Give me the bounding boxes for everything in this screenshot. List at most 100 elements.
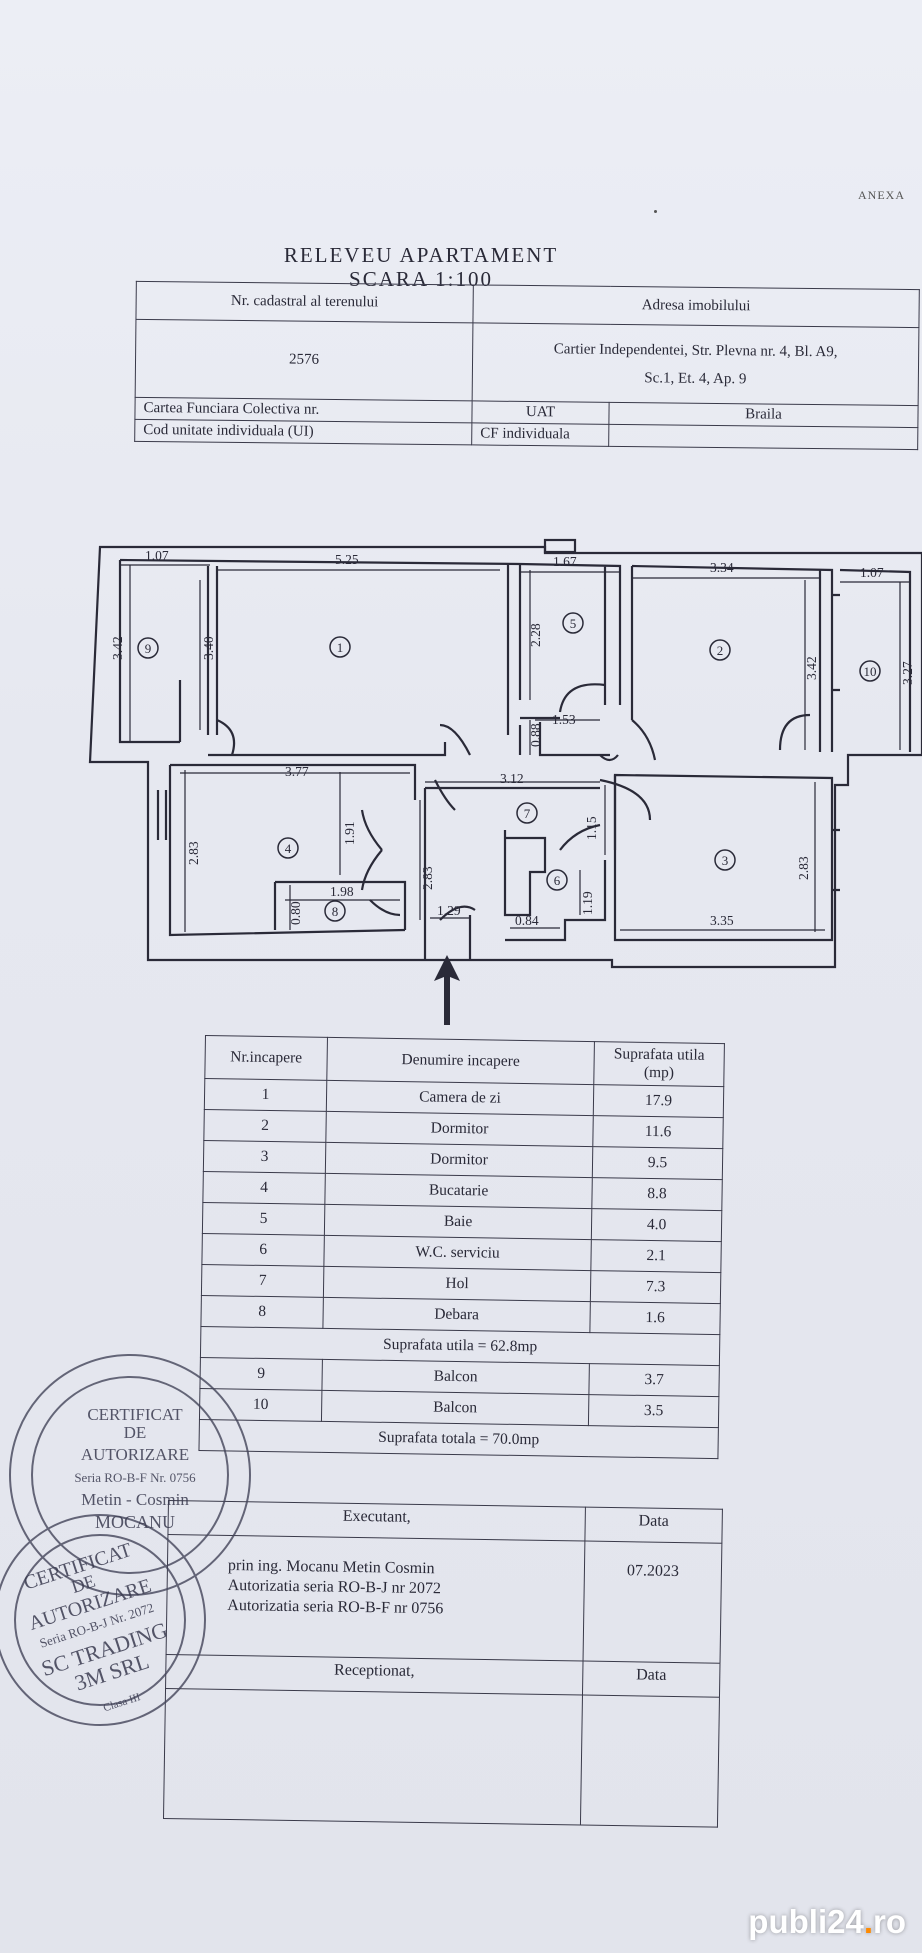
room-nr: 3	[203, 1140, 326, 1174]
room-name: Baie	[324, 1204, 592, 1240]
dim-2-83-right: 2.83	[796, 856, 811, 880]
header-room-nr: Nr.incapere	[204, 1035, 328, 1081]
authorization-stamp: CERTIFICAT DE AUTORIZARE Seria RO-B-F Nr…	[0, 1354, 251, 1726]
dim-3-34: 3.34	[710, 560, 734, 575]
annex-label: ANEXA	[858, 188, 905, 202]
room-number-4: 4	[285, 841, 292, 856]
dim-0-88: 0.88	[528, 723, 543, 747]
header-room-area: Suprafata utila (mp)	[593, 1041, 725, 1087]
dim-3-27: 3.27	[900, 661, 915, 685]
executant-authorization-2: Autorizatia seria RO-B-F nr 0756	[227, 1596, 444, 1618]
cadastral-label: Nr. cadastral al terenului	[135, 281, 474, 323]
dim-5-25: 5.25	[335, 552, 359, 567]
room-number-8: 8	[332, 904, 339, 919]
svg-text:DE: DE	[124, 1423, 147, 1442]
room-area: 11.6	[592, 1115, 724, 1149]
entrance-arrow-icon	[434, 955, 460, 1025]
dim-2-83-center: 2.83	[420, 866, 435, 890]
room-name: Camera de zi	[326, 1080, 594, 1116]
dim-1-29: 1.29	[437, 903, 461, 918]
room-area: 3.5	[588, 1394, 719, 1428]
dim-2-28: 2.28	[528, 623, 543, 647]
room-number-10: 10	[864, 664, 877, 679]
svg-text:AUTORIZARE: AUTORIZARE	[81, 1445, 189, 1464]
dim-1-07-right: 1.07	[860, 565, 884, 580]
cf-individuala-label: CF individuala	[471, 422, 609, 447]
room-area: 3.7	[588, 1363, 720, 1397]
address-line-2: Sc.1, Et. 4, Ap. 9	[644, 369, 747, 387]
dim-3-12: 3.12	[500, 771, 524, 786]
date-value: 07.2023	[583, 1541, 722, 1664]
cf-individuala-value	[608, 424, 918, 450]
uat-value: Braila	[608, 402, 919, 428]
room-name: Debara	[322, 1297, 591, 1333]
dim-2-83-left: 2.83	[186, 841, 201, 865]
dim-1-91: 1.91	[342, 821, 357, 845]
dim-1-15: 1.15	[584, 816, 599, 840]
room-name: Balcon	[321, 1359, 590, 1395]
room-nr: 1	[204, 1078, 327, 1112]
room-name: W.C. serviciu	[323, 1235, 592, 1271]
uat-label: UAT	[471, 400, 610, 425]
room-name: Hol	[323, 1266, 591, 1302]
svg-text:MOCANU: MOCANU	[95, 1512, 175, 1532]
svg-text:Clasa III: Clasa III	[102, 1691, 142, 1714]
svg-text:CERTIFICAT: CERTIFICAT	[87, 1405, 183, 1424]
room-number-6: 6	[554, 873, 561, 888]
room-area: 2.1	[590, 1239, 722, 1273]
dim-3-42-right: 3.42	[804, 656, 819, 680]
cadastral-value: 2576	[135, 319, 473, 401]
room-number-9: 9	[145, 641, 152, 656]
dim-3-77: 3.77	[285, 764, 309, 779]
room-name: Balcon	[321, 1390, 589, 1426]
property-info-table: Nr. cadastral al terenului Adresa imobil…	[134, 281, 920, 450]
dim-3-35: 3.35	[710, 913, 734, 928]
ink-speck	[654, 210, 657, 213]
room-area: 7.3	[590, 1270, 721, 1304]
room-nr: 8	[200, 1295, 324, 1329]
room-number-1: 1	[337, 640, 344, 655]
room-nr: 2	[203, 1109, 327, 1143]
room-number-3: 3	[722, 853, 729, 868]
watermark-tld: ro	[873, 1903, 906, 1940]
room-number-7: 7	[524, 806, 531, 821]
address-line-1: Cartier Independentei, Str. Plevna nr. 4…	[553, 340, 838, 360]
room-number-5: 5	[570, 616, 577, 631]
ui-code-label: Cod unitate individuala (UI)	[134, 419, 472, 445]
document-scale: SCARA 1:100	[349, 267, 493, 291]
watermark-main: publi24	[748, 1903, 864, 1940]
dim-3-40: 3.40	[201, 636, 216, 660]
room-nr: 6	[201, 1233, 325, 1267]
publi24-watermark: publi24.ro	[748, 1903, 906, 1941]
dim-3-42-left: 3.42	[110, 636, 125, 660]
room-area: 9.5	[592, 1146, 723, 1180]
watermark-dot: .	[863, 1903, 873, 1940]
room-area: 17.9	[593, 1084, 724, 1118]
room-area: 1.6	[589, 1301, 721, 1335]
rooms-table: Nr.incapere Denumire incapere Suprafata …	[198, 1035, 725, 1459]
room-name: Dormitor	[325, 1142, 593, 1178]
dim-0-84: 0.84	[515, 913, 539, 928]
address-label: Adresa imobilului	[472, 284, 920, 328]
dim-1-19: 1.19	[580, 891, 595, 915]
svg-text:Seria RO-B-F Nr. 0756: Seria RO-B-F Nr. 0756	[74, 1470, 196, 1485]
dim-1-53: 1.53	[552, 712, 576, 727]
svg-text:Metin - Cosmin: Metin - Cosmin	[81, 1490, 189, 1509]
dim-0-80: 0.80	[288, 901, 303, 925]
floor-plan: 1 2 3 4 5 6 7 8 9 10 1.07 5.25 1.67 3.34…	[88, 538, 922, 969]
room-name: Bucatarie	[324, 1173, 593, 1209]
room-number-2: 2	[717, 643, 724, 658]
header-room-name: Denumire incapere	[326, 1037, 595, 1085]
receptionat-date-area	[580, 1695, 720, 1828]
address-value: Cartier Independentei, Str. Plevna nr. 4…	[472, 322, 919, 406]
dim-1-98: 1.98	[330, 884, 354, 899]
date-label-2: Data	[582, 1661, 721, 1698]
room-nr: 7	[201, 1264, 324, 1298]
room-nr: 4	[202, 1171, 326, 1205]
room-nr: 5	[202, 1202, 325, 1236]
date-label: Data	[584, 1507, 723, 1544]
dim-1-67: 1.67	[553, 554, 577, 569]
room-name: Dormitor	[325, 1111, 594, 1147]
dim-1-07-left: 1.07	[145, 548, 169, 563]
